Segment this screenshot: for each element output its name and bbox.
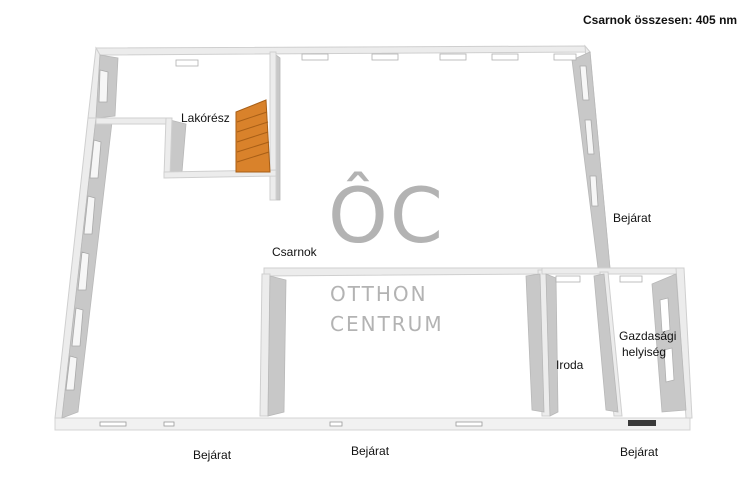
right-wall-windows bbox=[579, 65, 599, 207]
entrance-marks bbox=[99, 421, 483, 427]
top-wall-windows bbox=[175, 53, 577, 67]
left-wall-windows bbox=[65, 69, 109, 391]
entrance-label-bottom-right: Bejárat bbox=[620, 445, 659, 459]
utility-entrance-mark bbox=[628, 420, 656, 426]
entrance-label-bottom-center: Bejárat bbox=[351, 444, 390, 458]
office-utility-windows bbox=[555, 275, 675, 383]
watermark-logo: ÔC bbox=[328, 171, 445, 260]
central-room-faces bbox=[267, 273, 545, 417]
total-area-label: Csarnok összesen: 405 nm bbox=[583, 13, 738, 27]
entrance-label-right: Bejárat bbox=[613, 211, 652, 225]
room-label-hall: Csarnok bbox=[272, 245, 317, 259]
watermark-line2: CENTRUM bbox=[330, 312, 444, 336]
room-label-living: Lakórész bbox=[181, 111, 230, 125]
room-label-utility-1: Gazdasági bbox=[619, 329, 677, 343]
watermark-line1: OTTHON bbox=[330, 282, 428, 306]
room-label-office: Iroda bbox=[556, 358, 584, 372]
room-label-utility-2: helyiség bbox=[622, 345, 667, 359]
stairs bbox=[235, 99, 271, 173]
bottom-wall-band bbox=[54, 417, 691, 431]
entrance-label-bottom-left: Bejárat bbox=[193, 448, 232, 462]
